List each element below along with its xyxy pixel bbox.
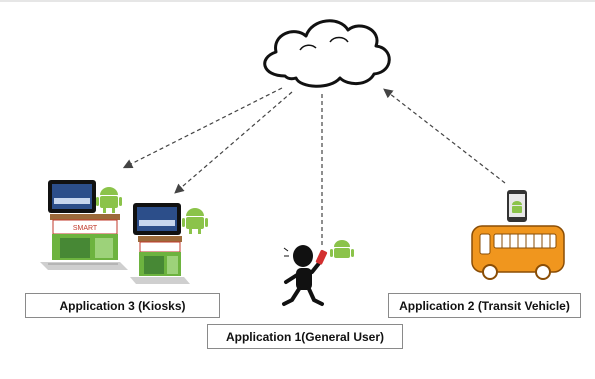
phone-icon bbox=[507, 190, 527, 222]
android-icon bbox=[182, 208, 208, 234]
arrow-cloud-to-kiosk1 bbox=[122, 87, 283, 169]
application-2-label: Application 2 (Transit Vehicle) bbox=[388, 293, 581, 318]
kiosk-1: SMART bbox=[40, 180, 128, 270]
tablet-icon bbox=[133, 203, 181, 235]
kiosk-icon bbox=[130, 236, 190, 284]
person-icon bbox=[282, 245, 324, 306]
arrow-bus-to-cloud bbox=[383, 88, 506, 184]
application-1-label: Application 1(General User) bbox=[207, 324, 403, 349]
cloud-icon bbox=[263, 19, 391, 88]
phone-icon bbox=[315, 249, 328, 265]
top-border bbox=[0, 0, 595, 2]
application-3-label: Application 3 (Kiosks) bbox=[25, 293, 220, 318]
tablet-icon bbox=[48, 180, 96, 213]
kiosk-2 bbox=[130, 203, 208, 284]
android-icon bbox=[330, 240, 354, 258]
arrow-cloud-to-kiosk2 bbox=[174, 91, 293, 194]
kiosk-icon: SMART bbox=[40, 214, 128, 270]
android-icon bbox=[96, 187, 122, 213]
bus-icon bbox=[471, 225, 565, 280]
kiosk-sign-text: SMART bbox=[73, 225, 98, 232]
